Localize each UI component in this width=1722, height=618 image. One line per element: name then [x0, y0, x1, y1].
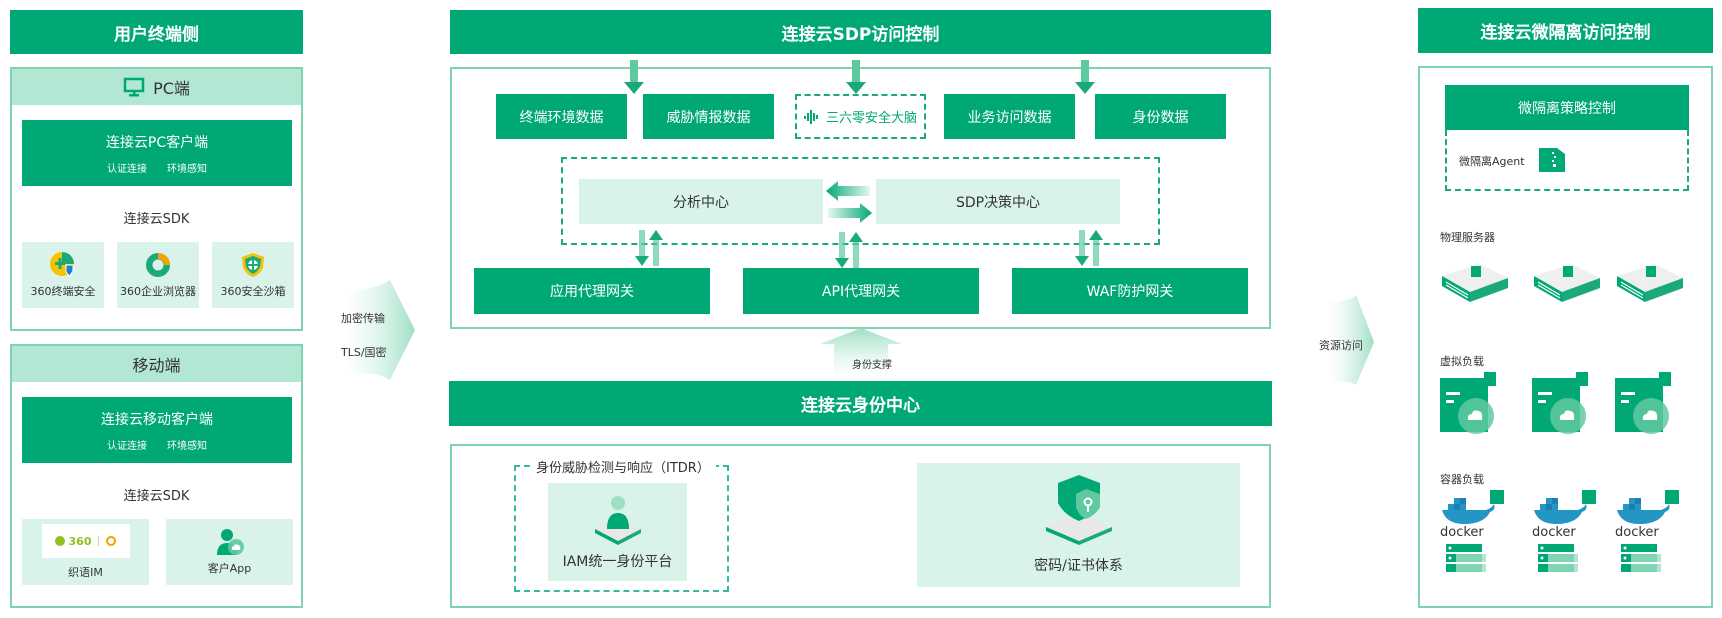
resource-access-label: 资源访问: [1319, 339, 1363, 352]
pc-client: 连接云PC客户端 认证连接 环境感知: [22, 120, 292, 186]
micro-title: 连接云微隔离访问控制: [1418, 8, 1713, 53]
decision-center: SDP决策中心: [876, 179, 1120, 224]
brain-label: 三六零安全大脑: [825, 111, 917, 126]
pc-feature-env: 环境感知: [167, 163, 207, 175]
virtual-machine-icon: [1440, 372, 1504, 438]
app-360-sandbox: 360安全沙箱: [212, 242, 294, 308]
360-sandbox-shield-icon: [242, 253, 264, 277]
360-endpoint-icon: [50, 252, 74, 277]
app-zhiyu-im: 360 织语IM: [22, 519, 149, 585]
agent-zip-icon: [1539, 148, 1565, 172]
360-browser-icon: [146, 253, 170, 277]
gateway-app-proxy: 应用代理网关: [474, 268, 710, 314]
shield-key-icon: [1045, 475, 1112, 545]
iam-platform: IAM统一身份平台: [548, 483, 687, 581]
bidirectional-arrow-icon: [1075, 230, 1103, 266]
pc-header: PC端: [12, 69, 301, 105]
itdr-label: 身份威胁检测与响应（ITDR）: [530, 457, 716, 476]
source-360-brain: 三六零安全大脑: [795, 94, 926, 139]
pki-system: 密码/证书体系: [917, 463, 1240, 587]
mobile-client-title: 连接云移动客户端: [101, 411, 213, 428]
pc-header-label: PC端: [153, 79, 190, 98]
svg-text:docker: docker: [1615, 525, 1659, 540]
gateway-waf: WAF防护网关: [1012, 268, 1248, 314]
transport-arrow-icon: [345, 280, 415, 380]
iam-user-platform-icon: [594, 496, 641, 545]
physical-server-icon: [1532, 258, 1602, 312]
app-label: 360安全沙箱: [220, 285, 286, 298]
source-business-access: 业务访问数据: [944, 94, 1075, 139]
zhiyu-logo: 360: [41, 524, 130, 558]
source-identity: 身份数据: [1095, 94, 1226, 139]
mobile-feature-env: 环境感知: [167, 440, 207, 452]
physical-server-label: 物理服务器: [1440, 231, 1495, 244]
source-endpoint-env: 终端环境数据: [496, 94, 627, 139]
app-customer: 客户App: [166, 519, 293, 585]
physical-server-icon: [1615, 258, 1685, 312]
monitor-icon: [123, 77, 145, 97]
360-logo-icon: [54, 536, 65, 546]
source-threat-intel: 威胁情报数据: [643, 94, 774, 139]
agent-frame: [1445, 130, 1689, 191]
decision-frame: [561, 157, 1160, 245]
exchange-arrows-icon: [826, 181, 872, 223]
bidirectional-arrow-icon: [635, 230, 663, 266]
user-side-title: 用户终端侧: [10, 10, 303, 54]
mobile-panel: 移动端 连接云移动客户端 认证连接 环境感知 连接云SDK 360 织语IM 客…: [10, 344, 303, 608]
docker-container-icon: docker: [1440, 490, 1506, 586]
svg-text:docker: docker: [1532, 525, 1576, 540]
identity-title: 连接云身份中心: [449, 381, 1272, 426]
mobile-sdk-label: 连接云SDK: [123, 488, 190, 504]
mobile-client: 连接云移动客户端 认证连接 环境感知: [22, 397, 292, 463]
analysis-center: 分析中心: [579, 179, 823, 224]
app-label: 360终端安全: [30, 285, 96, 298]
docker-container-icon: docker: [1615, 490, 1681, 586]
identity-support-label: 身份支撑: [852, 360, 892, 371]
transport-label-2: TLS/国密: [341, 346, 387, 359]
down-arrow-icon: [1075, 60, 1095, 94]
resource-access-arrow-icon: [1328, 295, 1374, 385]
sdp-title: 连接云SDP访问控制: [450, 10, 1271, 54]
down-arrow-icon: [624, 60, 644, 94]
mobile-feature-auth: 认证连接: [107, 440, 147, 452]
transport-label-1: 加密传输: [341, 312, 385, 325]
user-cloud-icon: [216, 529, 244, 555]
container-load-label: 容器负载: [1440, 473, 1484, 486]
app-360-endpoint: 360终端安全: [22, 242, 104, 308]
identity-support-arrow-icon: [820, 328, 902, 378]
brain-wave-icon: [803, 109, 818, 124]
app-label: 客户App: [207, 562, 252, 575]
bidirectional-arrow-icon: [835, 232, 863, 268]
micro-policy: 微隔离策略控制: [1445, 85, 1689, 130]
virtual-machine-icon: [1532, 372, 1596, 438]
svg-text:docker: docker: [1440, 525, 1484, 540]
gateway-api-proxy: API代理网关: [743, 268, 979, 314]
virtual-load-label: 虚拟负载: [1440, 355, 1484, 368]
app-360-browser: 360企业浏览器: [117, 242, 199, 308]
virtual-machine-icon: [1615, 372, 1679, 438]
agent-label: 微隔离Agent: [1459, 155, 1525, 168]
360-logo-text: 360: [68, 534, 92, 548]
pc-feature-auth: 认证连接: [107, 163, 147, 175]
mobile-header: 移动端: [12, 346, 301, 382]
docker-container-icon: docker: [1532, 490, 1598, 586]
pki-label: 密码/证书体系: [1034, 558, 1123, 574]
physical-server-icon: [1440, 258, 1510, 312]
iam-label: IAM统一身份平台: [562, 554, 673, 570]
pc-sdk-label: 连接云SDK: [123, 211, 190, 227]
pc-client-title: 连接云PC客户端: [105, 134, 209, 151]
app-label: 织语IM: [68, 566, 103, 579]
app-label: 360企业浏览器: [120, 285, 196, 298]
down-arrow-icon: [846, 60, 866, 94]
zhiyu-logo-icon: [106, 536, 117, 546]
pc-panel: PC端 连接云PC客户端 认证连接 环境感知 连接云SDK 360终端安全 36…: [10, 67, 303, 331]
